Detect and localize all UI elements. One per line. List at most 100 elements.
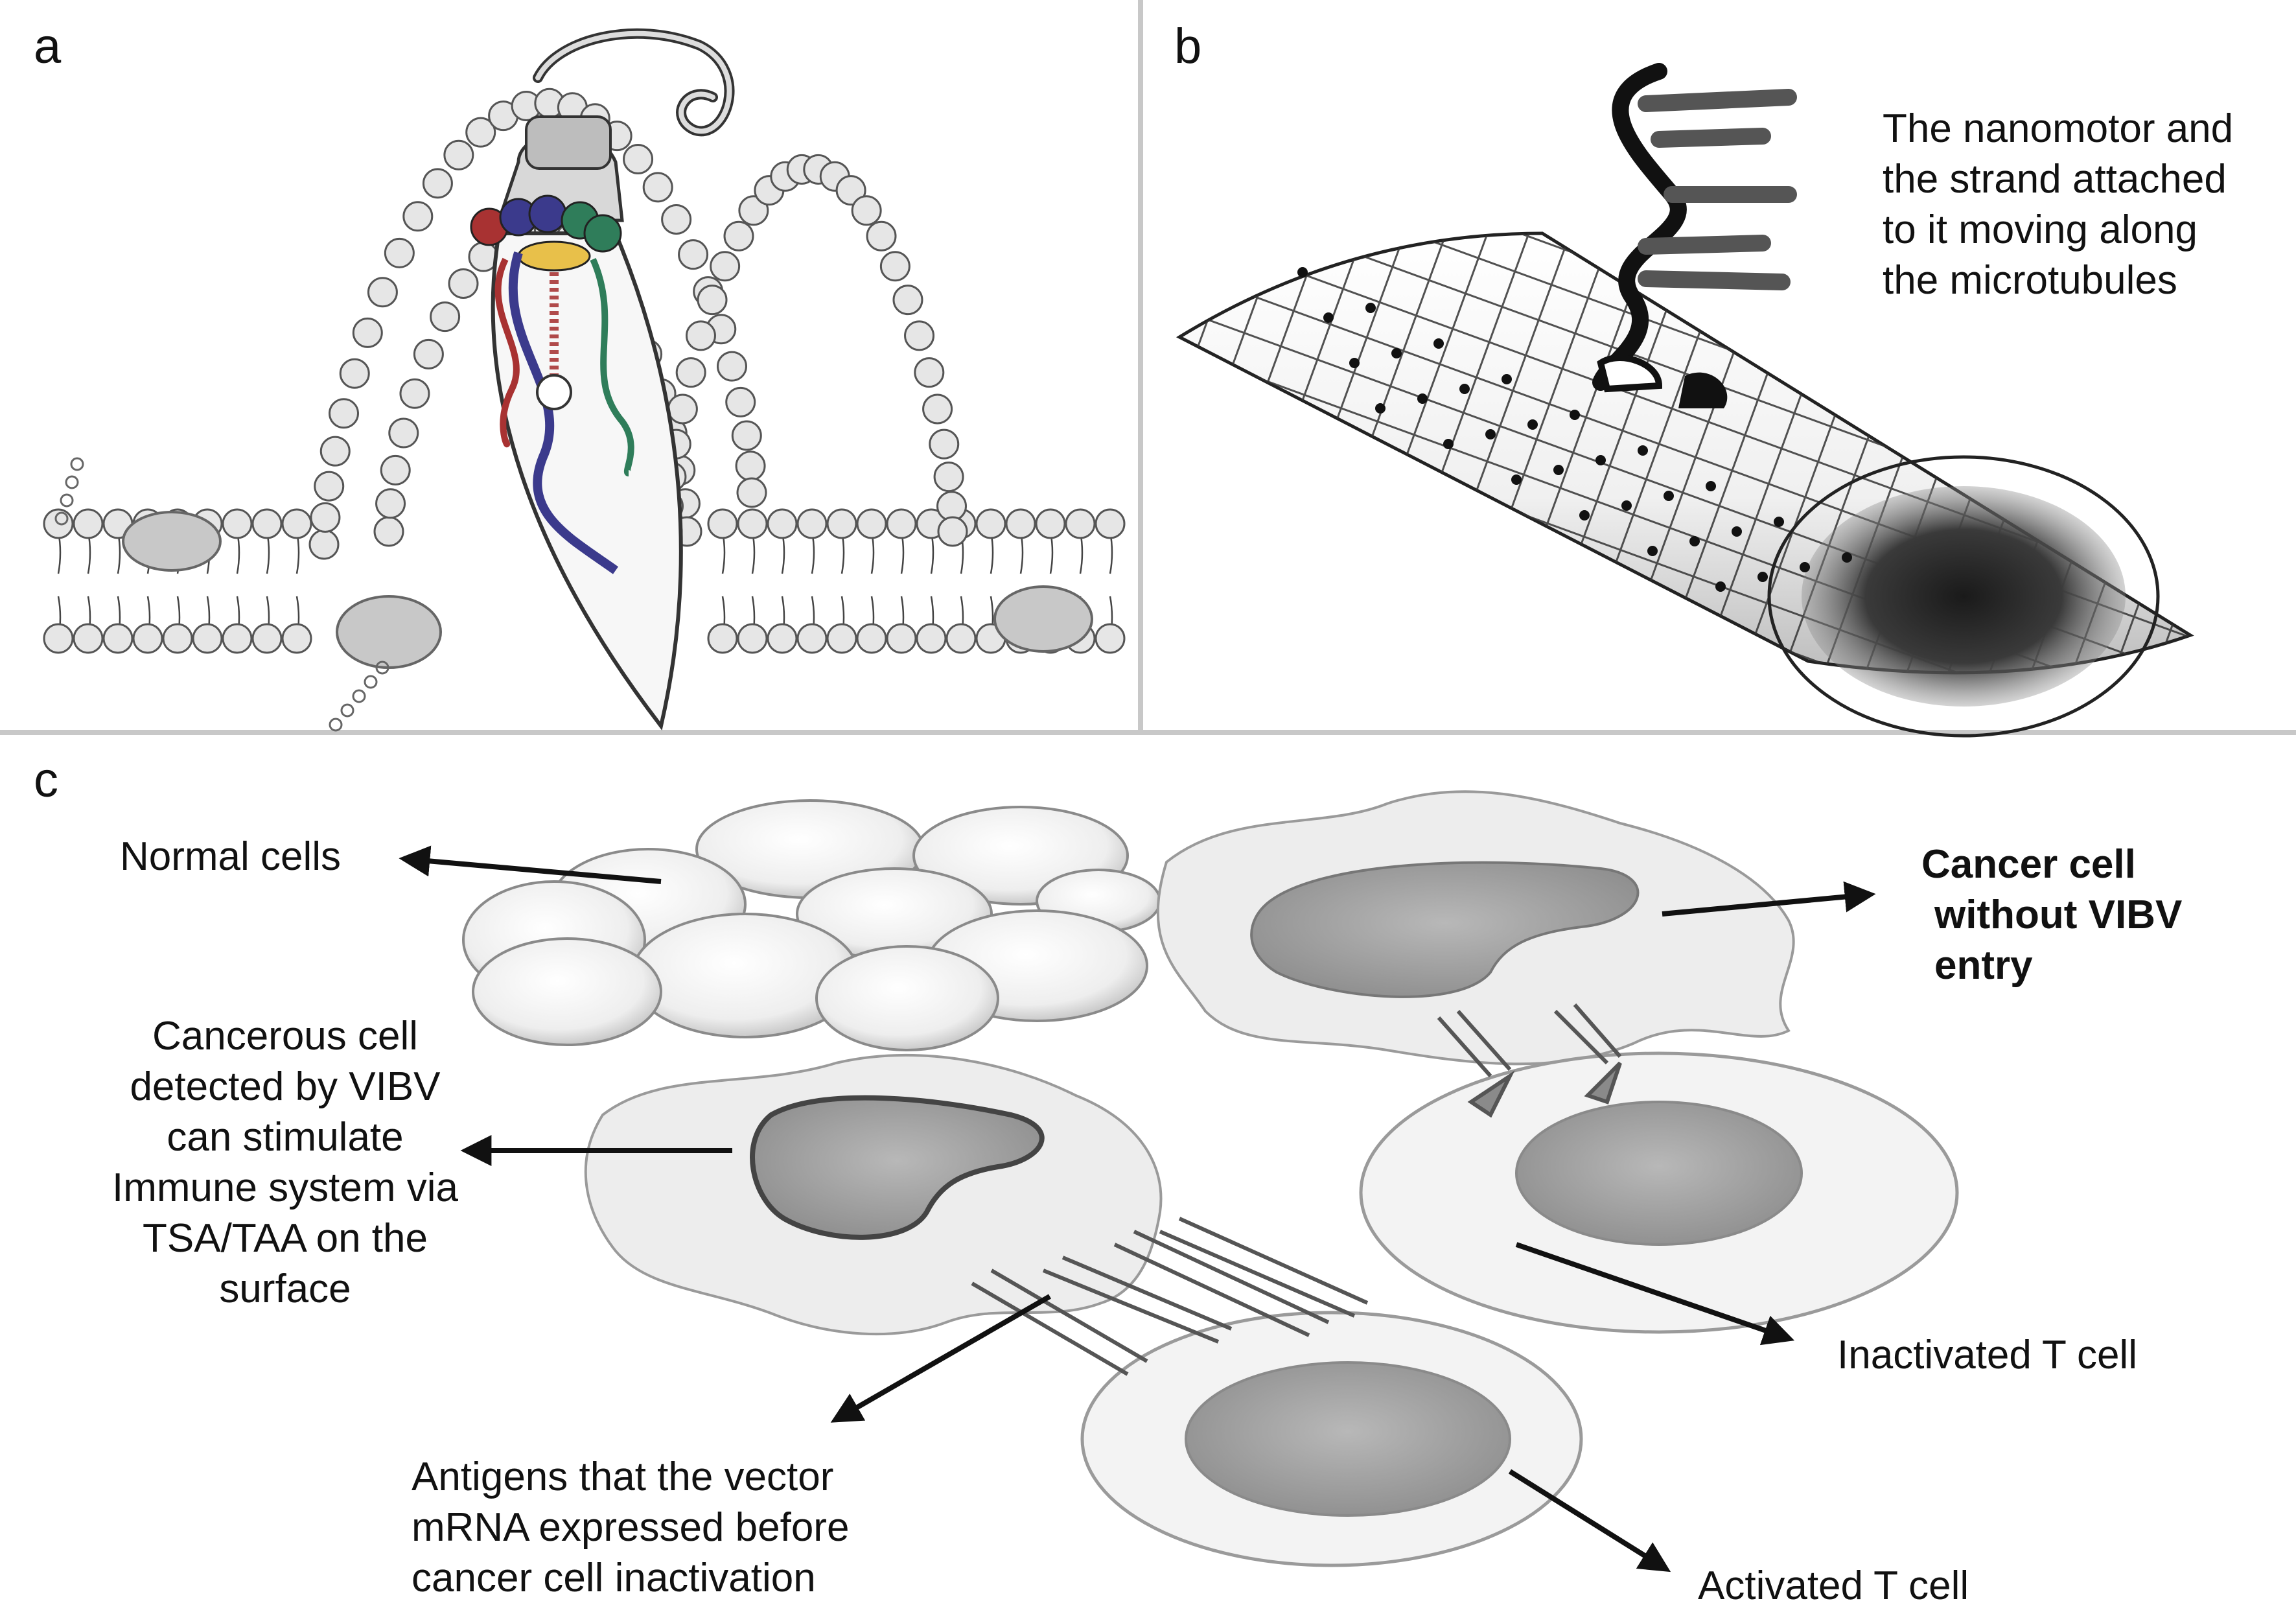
lipid-head xyxy=(879,251,910,282)
lipid-head xyxy=(667,393,698,425)
lipid-head xyxy=(1035,508,1066,539)
glycan-bead xyxy=(60,493,74,508)
lipid-head xyxy=(448,268,479,299)
tubulin-dot xyxy=(1715,581,1726,592)
tubulin-dot xyxy=(1689,536,1700,546)
tubulin-dot xyxy=(1417,393,1428,404)
lipid-head xyxy=(443,139,474,170)
tubulin-dot xyxy=(1459,384,1470,394)
lipid-head xyxy=(723,220,754,251)
label-line: can stimulate xyxy=(167,1115,404,1160)
lipid-head xyxy=(707,508,738,539)
lipid-head xyxy=(851,195,882,226)
lipid-head xyxy=(731,420,762,451)
lipid-head xyxy=(916,623,947,654)
lipid-head xyxy=(388,417,419,449)
lipid-head xyxy=(725,386,756,417)
lipid-head xyxy=(465,117,496,148)
normal-cells-cluster xyxy=(462,799,1161,1051)
motor-subunit xyxy=(583,214,622,253)
label-line: Immune system via xyxy=(111,1165,459,1210)
motor-core xyxy=(517,240,591,272)
lipid-head xyxy=(384,237,415,268)
caption-line: the strand attached xyxy=(1883,157,2227,202)
lipid-head xyxy=(308,529,340,560)
label-line: cancer cell inactivation xyxy=(412,1556,816,1600)
label-antigens: Antigens that the vector mRNA expressed … xyxy=(412,1452,849,1604)
glycan-bead xyxy=(340,703,354,718)
strand-blue xyxy=(508,251,619,574)
strand-red xyxy=(494,257,520,448)
tubulin-dot xyxy=(1732,526,1742,537)
tubulin-dot xyxy=(1570,410,1580,420)
arrow-activated-t-cell xyxy=(1508,1469,1671,1573)
lipid-head xyxy=(716,351,747,382)
lipid-head xyxy=(678,239,709,270)
lipid-head xyxy=(933,462,964,493)
label-line: Cancer cell xyxy=(1921,842,2136,887)
lipid-head xyxy=(399,378,430,409)
lipid-head xyxy=(1065,508,1096,539)
cancerous-cell-detected xyxy=(584,1054,1163,1336)
label-line: mRNA expressed before xyxy=(412,1505,850,1550)
lipid-head xyxy=(430,301,461,333)
lipid-head xyxy=(251,623,283,654)
lipid-head xyxy=(835,175,866,206)
lipid-head xyxy=(623,143,654,174)
membrane-protein xyxy=(993,585,1093,653)
lipid-head xyxy=(737,508,768,539)
panel-b-letter: b xyxy=(1174,19,1202,74)
lipid-head xyxy=(73,508,104,539)
panel-c-illustration xyxy=(399,790,1959,1573)
label-inactivated-t-cell: Inactivated T cell xyxy=(1837,1333,2137,1377)
label-line: surface xyxy=(219,1267,351,1311)
activated-t-cell xyxy=(1080,1311,1583,1567)
vector-capsule xyxy=(491,231,683,731)
motor-subunit xyxy=(528,194,567,233)
lipid-head xyxy=(222,623,253,654)
strand-green xyxy=(590,257,634,476)
lipid-head xyxy=(73,623,104,654)
lipid-head xyxy=(710,251,741,282)
label-cancerous-cell-detected: Cancerous cell detected by VIBV can stim… xyxy=(91,1011,480,1315)
lipid-head xyxy=(373,516,404,547)
lipid-head xyxy=(866,220,897,251)
arrow-inactivated-t-cell xyxy=(1515,1242,1795,1346)
lipid-head xyxy=(367,277,398,308)
label-line: Cancerous cell xyxy=(152,1014,419,1058)
lipid-head xyxy=(904,320,935,351)
tubulin-dot xyxy=(1527,419,1538,430)
label-normal-cells: Normal cells xyxy=(120,834,342,879)
label-line: without VIBV xyxy=(1934,893,2183,937)
lipid-head xyxy=(826,623,857,654)
tubulin-dot xyxy=(1433,338,1444,349)
lipid-head xyxy=(735,450,766,482)
lipid-head xyxy=(375,488,406,519)
lipid-head xyxy=(251,508,283,539)
tubulin-dot xyxy=(1595,455,1606,465)
glycan-bead xyxy=(352,689,366,703)
tubulin-dot xyxy=(1706,481,1716,491)
lipid-head xyxy=(281,623,312,654)
inactivated-t-cell xyxy=(1359,1051,1959,1334)
lipid-head xyxy=(43,623,74,654)
lipid-head xyxy=(339,358,370,389)
panel-b-illustration xyxy=(1176,63,2194,738)
tubulin-dot xyxy=(1297,267,1308,277)
tubulin-dot xyxy=(1647,546,1658,556)
caption-line: to it moving along xyxy=(1883,207,2197,252)
lipid-head xyxy=(914,357,945,388)
lipid-head xyxy=(352,317,383,348)
tubulin-dot xyxy=(1757,572,1768,582)
panel-b-caption: The nanomotor and the strand attached to… xyxy=(1883,104,2233,306)
lipid-head xyxy=(281,508,312,539)
glycan-bead xyxy=(54,511,69,526)
panel-a-illustration xyxy=(43,28,1126,732)
lipid-head xyxy=(936,491,968,522)
tubulin-dot xyxy=(1774,517,1784,527)
tubulin-dot xyxy=(1800,562,1810,572)
lipid-head xyxy=(413,338,444,369)
tubulin-dot xyxy=(1485,429,1496,439)
cancer-cell-nucleus xyxy=(1250,861,1640,998)
lipid-head xyxy=(707,623,738,654)
